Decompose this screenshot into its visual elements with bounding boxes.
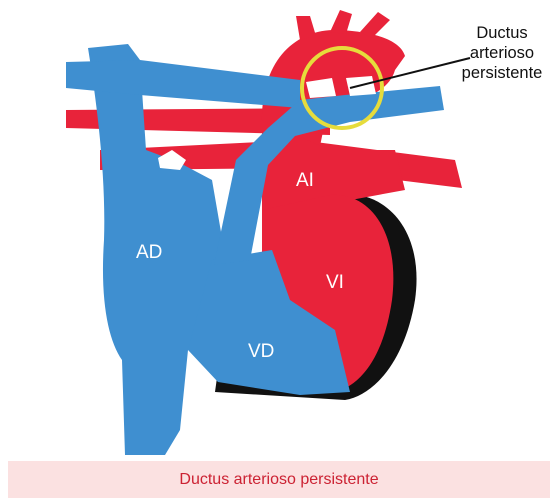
left-ventricle-label: VI	[326, 272, 344, 293]
left-atrium-label: AI	[296, 170, 314, 191]
right-atrium-and-vena-cava	[88, 44, 238, 455]
right-atrium-label: AD	[136, 242, 162, 263]
right-ventricle-label: VD	[248, 341, 274, 362]
figure-caption: Ductus arterioso persistente	[179, 471, 378, 489]
callout-line-3: persistente	[462, 64, 543, 82]
heart-diagram: AD VD AI VI Ductus arterioso persistente	[0, 0, 558, 460]
callout-line-1: Ductus	[476, 24, 527, 42]
callout-line-2: arterioso	[470, 44, 534, 62]
caption-bar: Ductus arterioso persistente	[8, 461, 550, 498]
